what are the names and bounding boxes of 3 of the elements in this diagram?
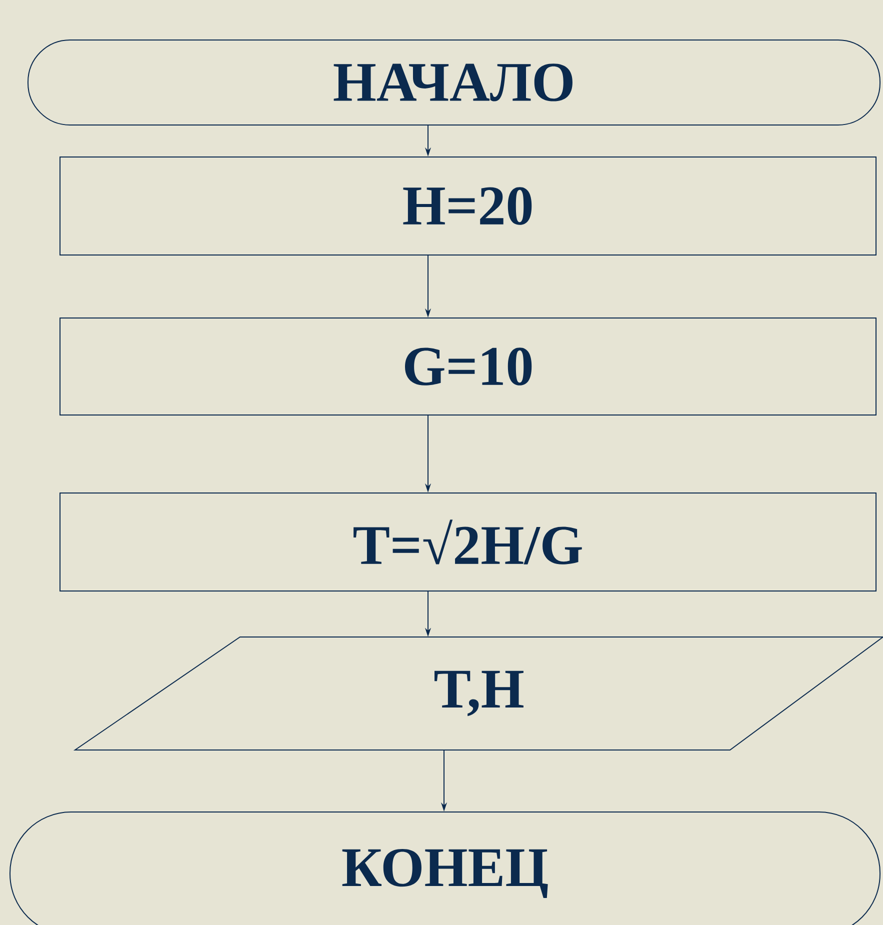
process-box: H=20 bbox=[60, 156, 876, 256]
process-box: T=√2H/G bbox=[60, 492, 876, 592]
process-box: G=10 bbox=[60, 318, 876, 416]
